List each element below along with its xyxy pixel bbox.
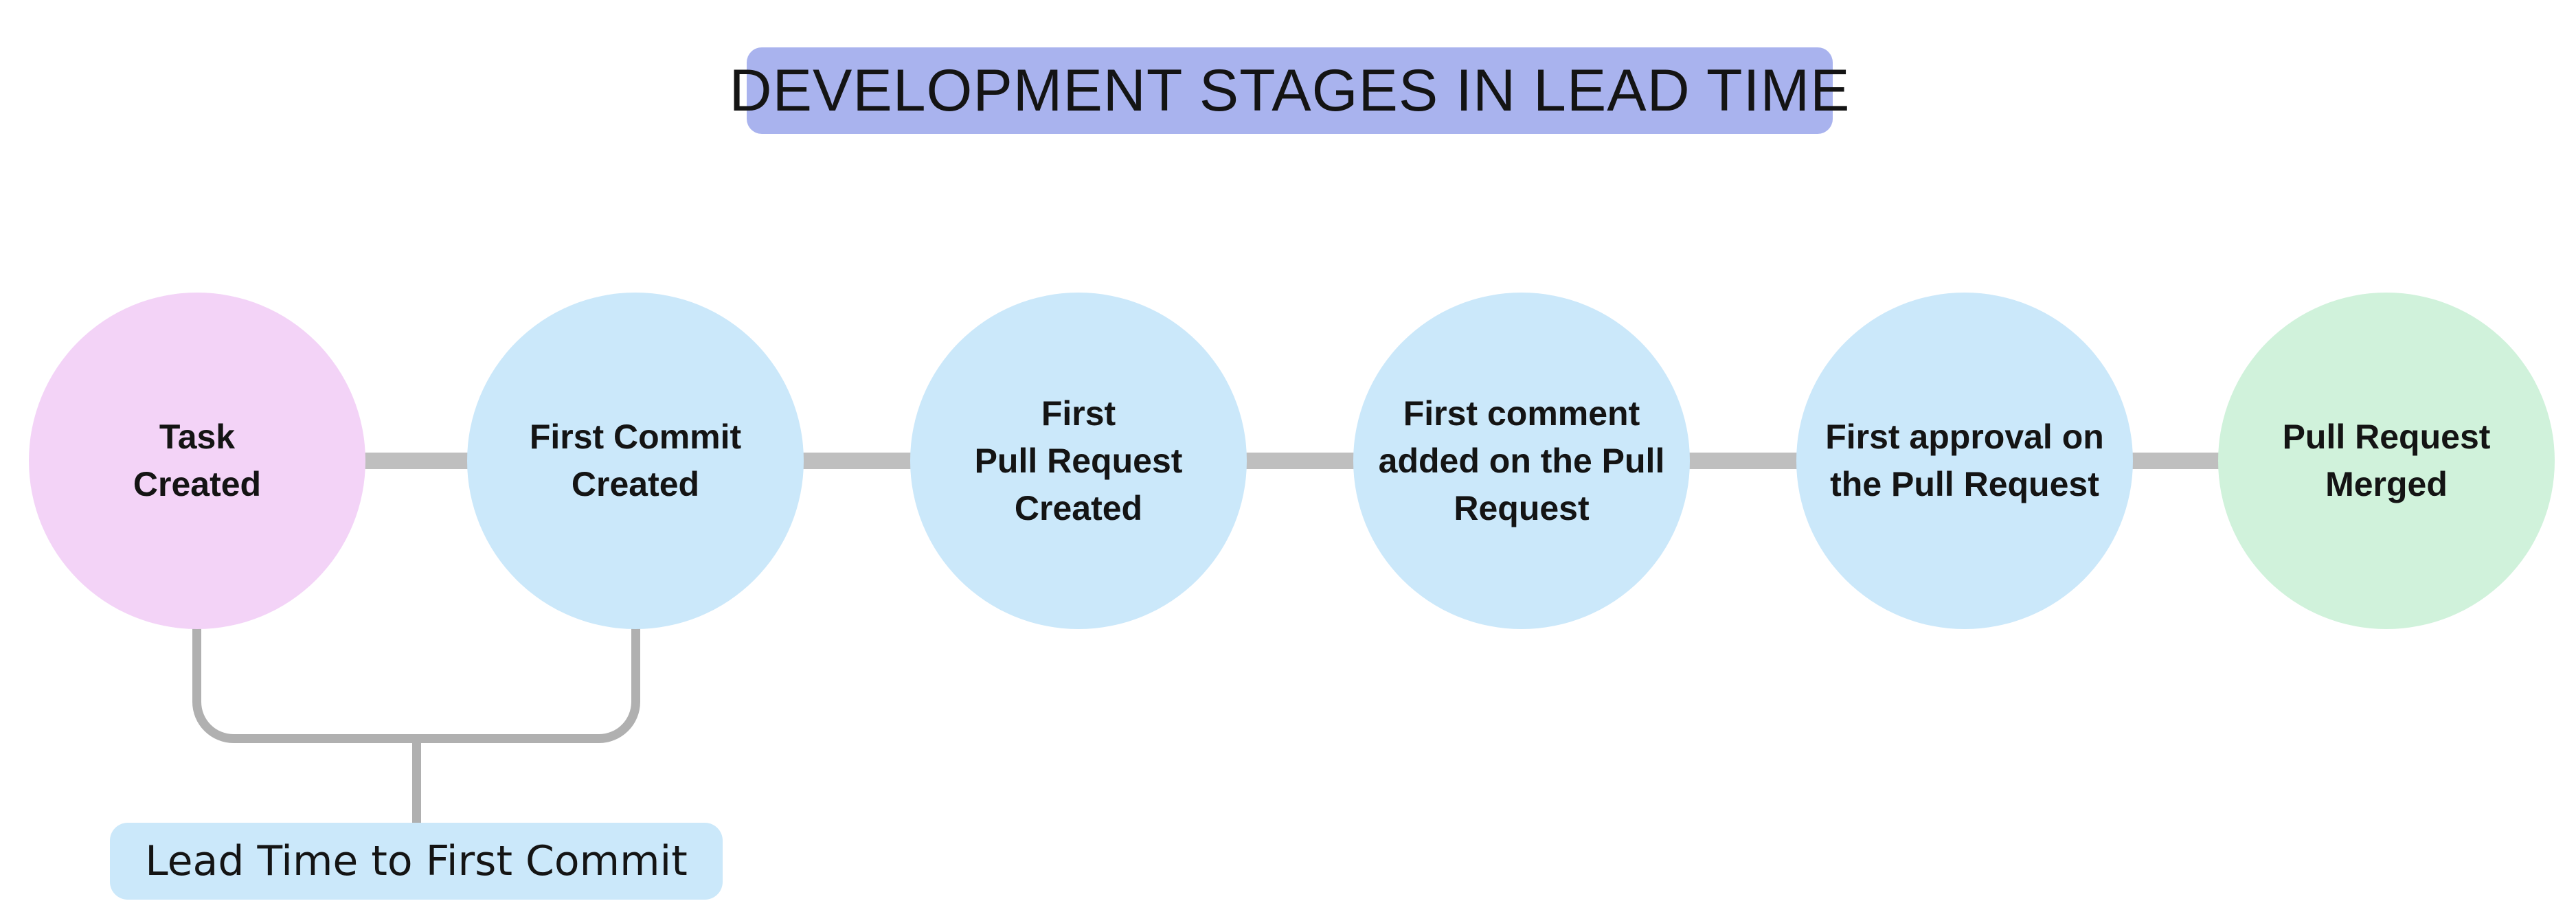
stage-node-label: First Pull Request Created [974,394,1183,527]
stage-node-label: Pull Request Merged [2282,418,2491,503]
stage-node-first-approval: First approval on the Pull Request [1796,293,2133,629]
stage-node-label: Task Created [133,418,262,503]
lead-time-annotation: Lead Time to First Commit [110,823,723,900]
stage-node-pull-request-merged: Pull Request Merged [2218,293,2555,629]
stage-node-task-created: Task Created [29,293,365,629]
lead-time-bracket-stem [412,742,421,824]
diagram-title: DEVELOPMENT STAGES IN LEAD TIME [730,47,1849,134]
stage-node-first-commit-created: First Commit Created [467,293,804,629]
stage-node-label: First Commit Created [529,418,742,503]
stage-node-label: First approval on the Pull Request [1825,418,2104,503]
lead-time-bracket [192,615,640,743]
stage-node-label: First comment added on the Pull Request [1378,394,1665,527]
stage-node-first-pull-request-created: First Pull Request Created [910,293,1247,629]
stage-node-first-comment-added: First comment added on the Pull Request [1353,293,1690,629]
